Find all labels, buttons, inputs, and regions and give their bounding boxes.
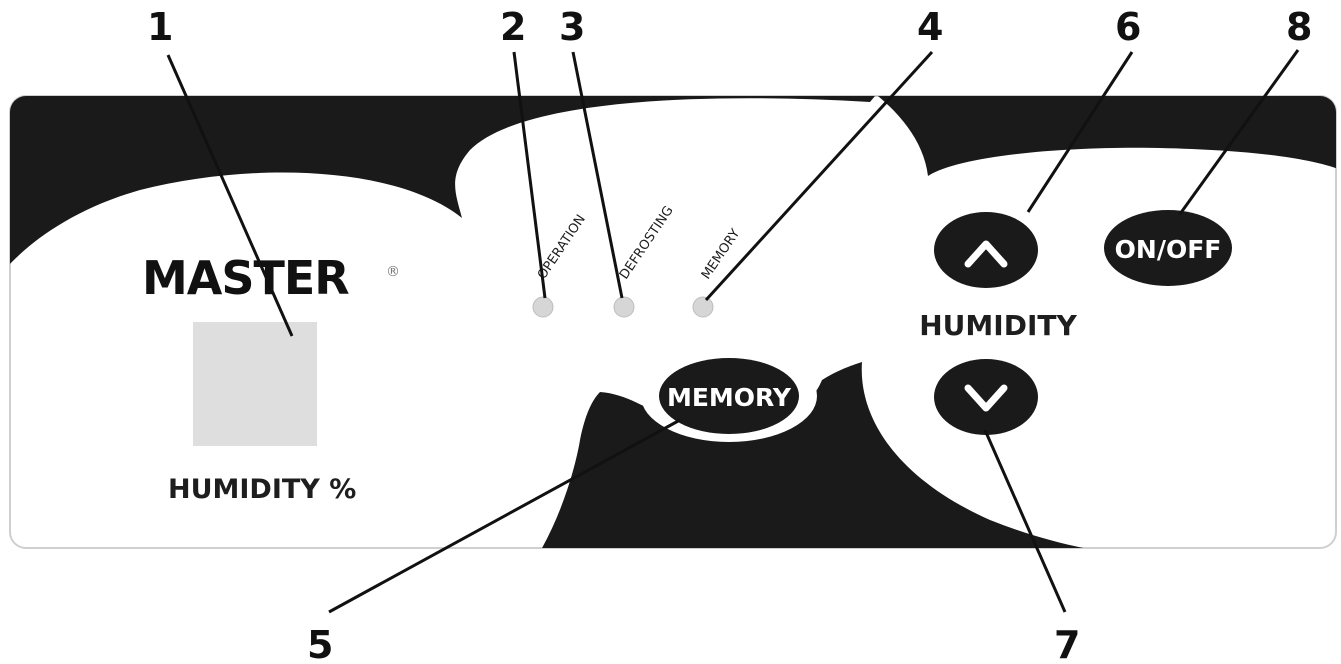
callout-8: 8 bbox=[1286, 5, 1312, 49]
callout-5: 5 bbox=[307, 623, 333, 664]
memory-button[interactable]: MEMORY bbox=[641, 350, 817, 442]
dark-region-top-left bbox=[10, 96, 880, 275]
callout-2: 2 bbox=[500, 5, 526, 49]
callout-leaders bbox=[166, 49, 1300, 614]
humidity-down-button-body[interactable] bbox=[934, 359, 1038, 435]
led-defrosting bbox=[613, 296, 635, 318]
humidity-up-button-body[interactable] bbox=[934, 212, 1038, 288]
callout-1: 1 bbox=[147, 5, 173, 49]
chevron-up-icon bbox=[964, 240, 1008, 268]
chevron-down-icon bbox=[964, 384, 1008, 412]
callout-numbers: 1 2 3 4 5 6 7 8 bbox=[147, 5, 1312, 664]
brand-logo: MASTER ® bbox=[142, 251, 400, 305]
callout-3: 3 bbox=[559, 5, 585, 49]
dark-region-right bbox=[878, 96, 1336, 176]
humidity-up-button[interactable] bbox=[934, 212, 1038, 288]
leader-5 bbox=[328, 418, 681, 614]
leader-6 bbox=[1026, 51, 1134, 213]
dark-region-bottom bbox=[535, 362, 1160, 548]
humidity-percent-label: HUMIDITY % bbox=[168, 474, 356, 505]
leader-7 bbox=[983, 429, 1067, 613]
leader-8 bbox=[1178, 49, 1300, 215]
memory-button-label: MEMORY bbox=[667, 383, 792, 412]
power-button-body[interactable] bbox=[1104, 210, 1232, 286]
memory-button-body[interactable] bbox=[659, 358, 799, 434]
led-operation bbox=[532, 296, 554, 318]
brand-registered-mark: ® bbox=[386, 264, 400, 280]
humidity-buttons-label: HUMIDITY bbox=[919, 309, 1077, 342]
callout-6: 6 bbox=[1115, 5, 1141, 49]
leader-2 bbox=[512, 51, 547, 299]
humidity-down-button[interactable] bbox=[934, 359, 1038, 435]
power-button[interactable]: ON/OFF bbox=[1104, 210, 1232, 286]
led-memory bbox=[692, 296, 714, 318]
leader-4 bbox=[704, 50, 934, 302]
callout-7: 7 bbox=[1054, 623, 1080, 664]
power-button-label: ON/OFF bbox=[1115, 235, 1222, 264]
brand-name: MASTER bbox=[142, 251, 349, 305]
leader-3 bbox=[571, 51, 624, 299]
callout-4: 4 bbox=[917, 5, 943, 49]
panel-dark-regions bbox=[10, 96, 1336, 548]
control-panel: MASTER ® HUMIDITY % OPERATION DEFROSTING… bbox=[9, 95, 1337, 549]
leader-1 bbox=[166, 54, 294, 337]
humidity-display bbox=[193, 322, 317, 446]
